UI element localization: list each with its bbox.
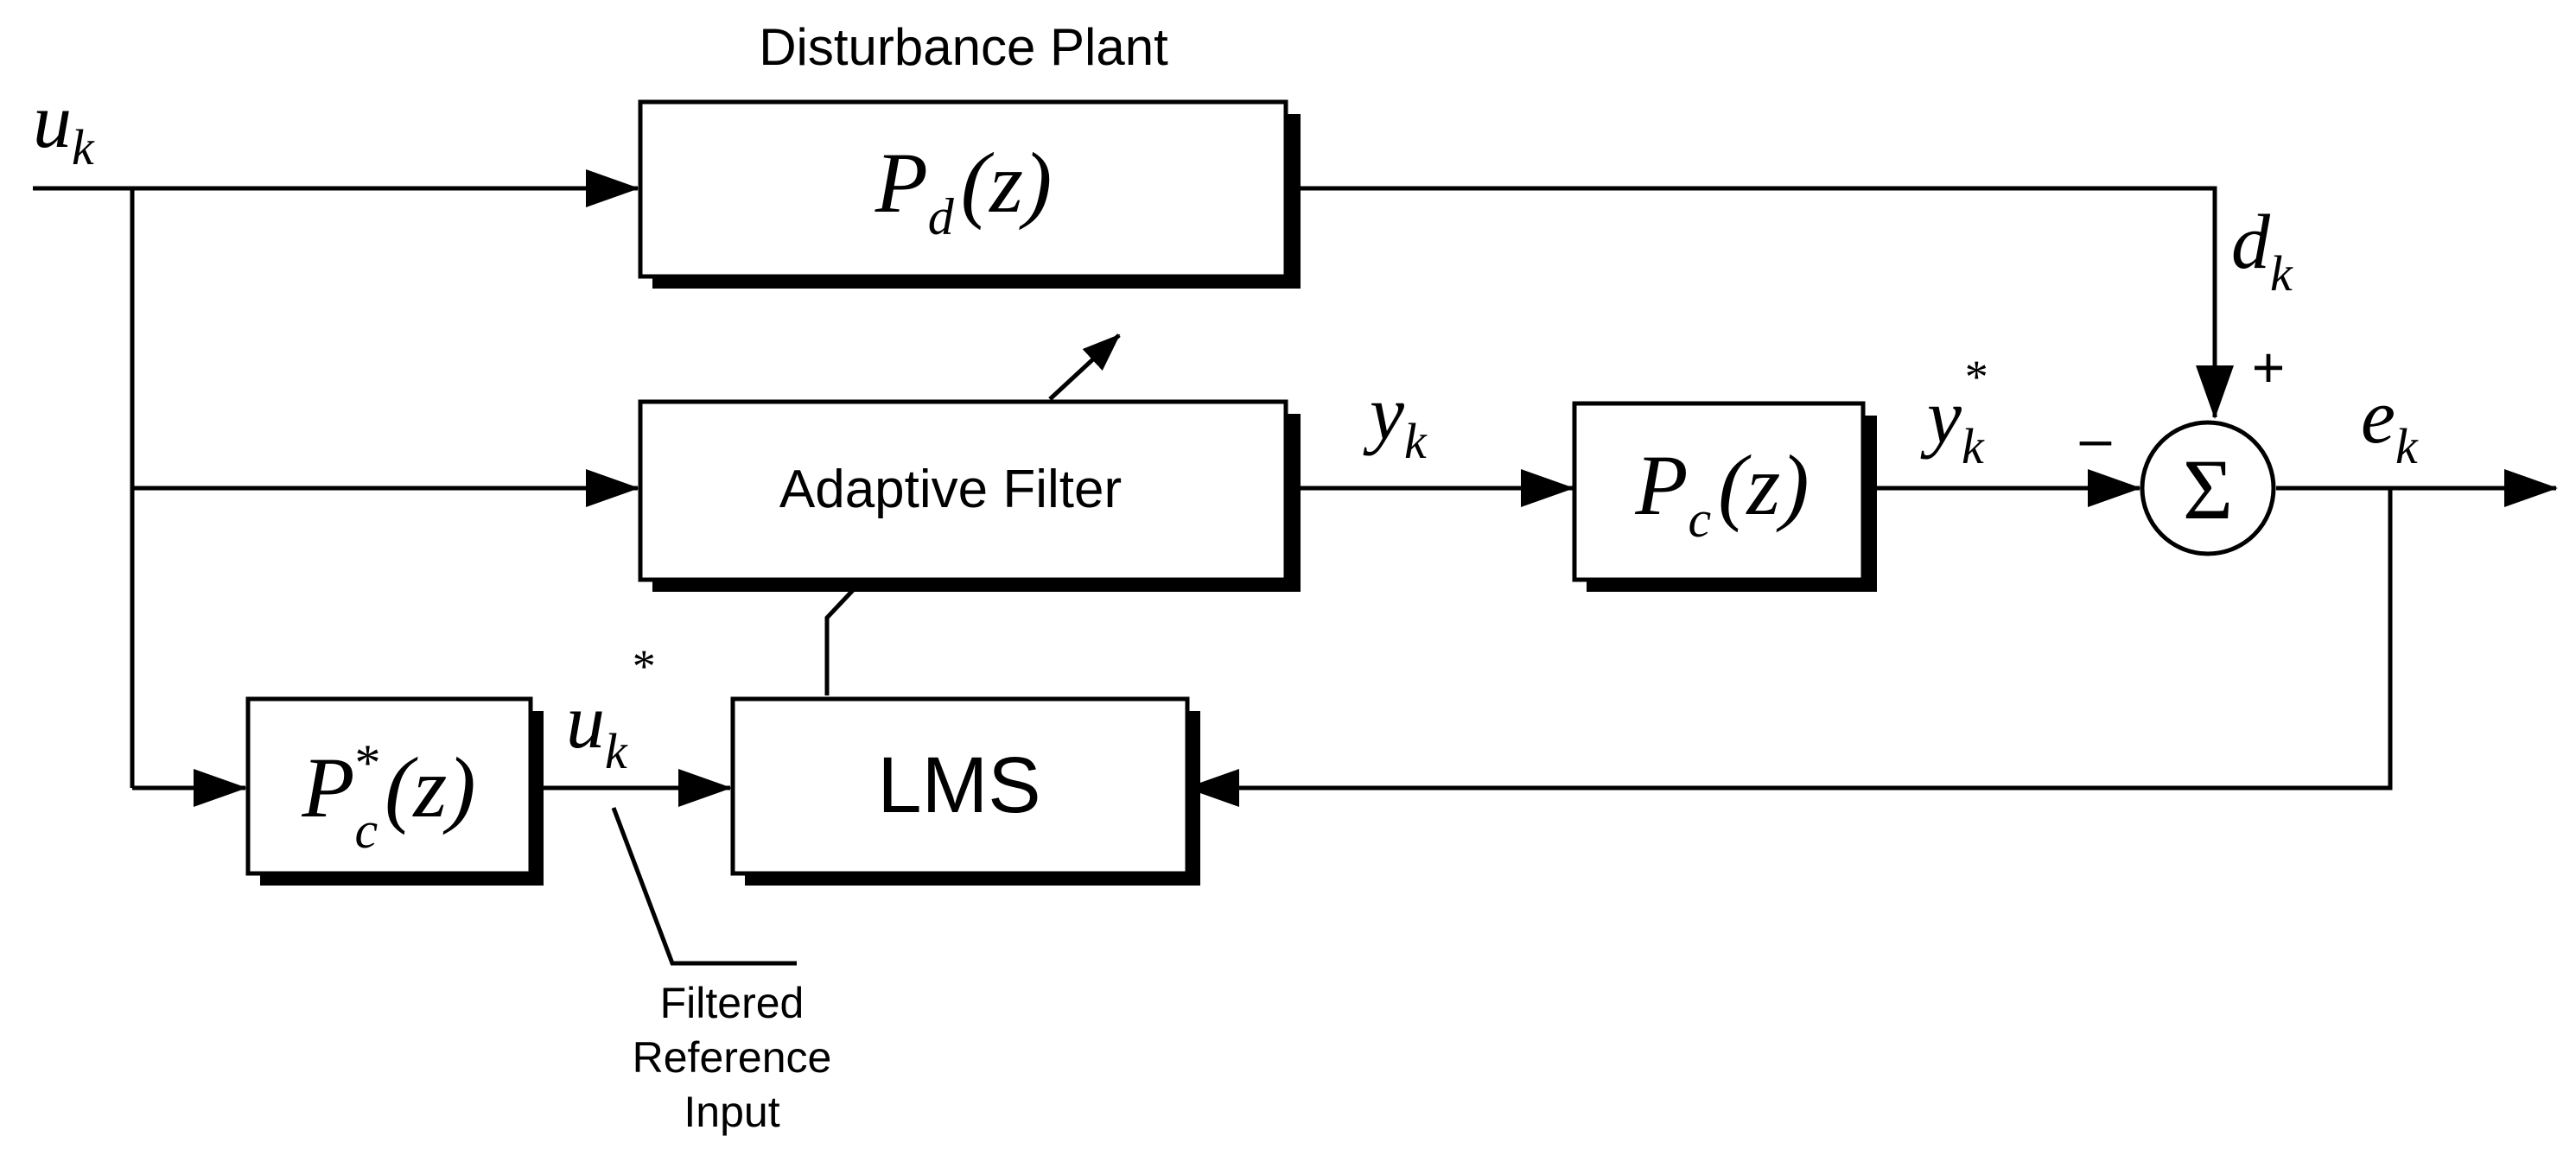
reference-signal-subscript: k <box>72 119 95 175</box>
wire-disturbance-to-sum <box>1286 186 2234 419</box>
svg-text:ek: ek <box>2361 374 2419 474</box>
plant-estimate-arg: (z) <box>385 740 476 835</box>
reference-signal-symbol: u <box>33 79 72 164</box>
diagram-title: Disturbance Plant <box>759 18 1168 76</box>
svg-text:yk: yk <box>1363 371 1428 469</box>
disturbance-plant-arg: (z) <box>961 135 1053 231</box>
adaptive-filter-label: Adaptive Filter <box>779 460 1122 519</box>
control-plant-arg: (z) <box>1718 437 1810 533</box>
filtered-reference-signal-symbol: u <box>566 679 605 765</box>
plant-estimate-subscript: c <box>354 802 378 859</box>
plant-output-signal-subscript: k <box>1962 418 1985 474</box>
filtered-reference-signal-superscript: * <box>633 640 656 692</box>
summing-junction: Σ <box>2140 420 2276 556</box>
filter-output-signal-subscript: k <box>1404 413 1428 469</box>
svg-text:P*c(z): P* c(z) <box>301 734 475 859</box>
disturbance-plant-block: Pd(z) <box>638 99 1301 289</box>
error-signal-symbol: e <box>2361 374 2395 460</box>
annotation-line-3: Input <box>684 1088 779 1136</box>
svg-text:uk: uk <box>33 79 95 175</box>
lms-label: LMS <box>877 741 1040 829</box>
annotation-leader-line <box>611 807 797 966</box>
error-signal-subscript: k <box>2395 418 2419 474</box>
adaptive-filter-block: Adaptive Filter <box>638 399 1301 592</box>
control-plant-subscript: c <box>1688 491 1711 548</box>
sum-minus-sign: – <box>2080 406 2112 470</box>
disturbance-signal-subscript: k <box>2270 245 2293 302</box>
lms-block: LMS <box>730 696 1200 886</box>
annotation-line-1: Filtered <box>660 979 805 1027</box>
plant-output-signal-symbol: y <box>1920 374 1962 460</box>
disturbance-plant-subscript: d <box>928 188 955 245</box>
plant-estimate-symbol: P <box>301 740 354 835</box>
svg-text:Pd(z): Pd(z) <box>875 135 1053 245</box>
adaptation-arrow <box>1048 333 1121 401</box>
sum-plus-sign: + <box>2252 335 2286 399</box>
plant-output-signal-superscript: * <box>1965 351 1988 403</box>
annotation-line-2: Reference <box>633 1033 832 1082</box>
wire-error-feedback-to-lms <box>1186 488 2393 807</box>
wire-lms-to-adaptive-filter <box>824 586 857 695</box>
plant-estimate-superscript: * <box>354 734 380 791</box>
filtered-reference-signal-subscript: k <box>605 723 628 779</box>
svg-text:uk*: uk* <box>566 640 656 779</box>
filter-output-signal-symbol: y <box>1363 371 1404 456</box>
disturbance-signal-symbol: d <box>2231 200 2271 285</box>
svg-text:yk*: yk * <box>1920 351 1988 474</box>
plant-estimate-block: P* c(z) <box>245 696 544 886</box>
summing-junction-symbol: Σ <box>2183 441 2233 537</box>
svg-text:dk: dk <box>2231 200 2293 302</box>
control-plant-block: Pc(z) <box>1572 401 1877 592</box>
disturbance-plant-symbol: P <box>875 135 928 231</box>
svg-text:Pc(z): Pc(z) <box>1634 437 1809 548</box>
control-plant-symbol: P <box>1634 437 1688 533</box>
